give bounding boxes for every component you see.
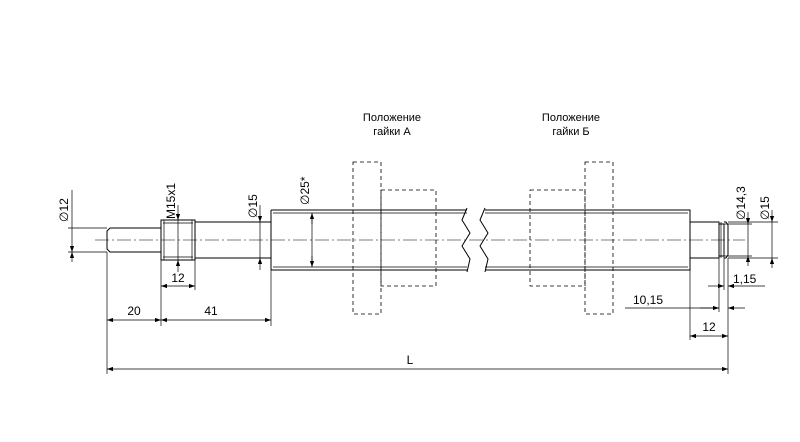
dim-diameter-25-label: ∅25* — [298, 176, 312, 205]
dim-diameter-15-left-value: 15 — [246, 194, 260, 208]
dim-diameter-12-label: ∅12 — [57, 198, 71, 222]
dim-length-12-right: 12 — [690, 320, 728, 339]
dim-length-12-right-label: 12 — [702, 320, 716, 334]
nut-a-label-line1: Положение — [363, 112, 421, 124]
dim-length-20-label: 20 — [127, 304, 141, 318]
dim-diameter-12-value: 12 — [57, 198, 71, 212]
diameter-symbol: ∅ — [734, 210, 748, 220]
dim-length-10-15: 10,15 — [625, 293, 745, 311]
dim-diameter-15-left-label: ∅15 — [246, 194, 260, 218]
diameter-symbol: ∅ — [246, 208, 260, 218]
dim-length-41-label: 41 — [204, 304, 218, 318]
dim-total-length: L — [107, 353, 728, 372]
nut-b-flange — [584, 161, 614, 315]
nut-b-body — [529, 189, 586, 287]
diameter-symbol: ∅ — [758, 210, 772, 220]
nut-a — [352, 161, 437, 315]
nut-a-label-line2: гайки А — [373, 126, 411, 138]
dim-length-41: 41 — [161, 304, 271, 323]
dim-length-12-left: 12 — [161, 271, 195, 289]
dim-diameter-15-right-value: 15 — [758, 196, 772, 210]
dim-diameter-15-left: ∅15 — [246, 194, 263, 270]
dim-thread: M15x1 — [164, 183, 181, 272]
dim-length-12-left-label: 12 — [171, 271, 185, 285]
dim-total-length-label: L — [407, 353, 414, 367]
dim-thread-label: M15x1 — [164, 183, 178, 219]
dim-diameter-12: ∅12 — [57, 190, 107, 262]
dim-length-20: 20 — [107, 304, 161, 323]
dim-length-1-15-label: 1,15 — [733, 272, 757, 286]
dim-diameter-15-right: ∅15 — [728, 196, 778, 268]
nut-a-flange — [352, 161, 382, 315]
break-line-left — [461, 207, 471, 273]
diameter-symbol: ∅ — [57, 212, 71, 222]
dim-diameter-25: ∅25* — [298, 176, 315, 267]
journal-d12 — [106, 227, 161, 253]
dim-length-10-15-label: 10,15 — [633, 293, 663, 307]
dim-diameter-14-3-value: 14,3 — [734, 186, 748, 210]
nut-b-label-line1: Положение — [542, 112, 600, 124]
nut-b-label-line2: гайки Б — [552, 126, 589, 138]
dim-diameter-14-3-label: ∅14,3 — [734, 186, 748, 220]
diameter-symbol: ∅ — [298, 195, 312, 205]
break-line-right — [479, 207, 489, 273]
dim-diameter-15-right-label: ∅15 — [758, 196, 772, 220]
dim-diameter-25-value: 25* — [298, 176, 312, 194]
nut-a-body — [380, 189, 437, 287]
dim-length-1-15: 1,15 — [708, 272, 765, 289]
nut-b — [529, 161, 614, 315]
